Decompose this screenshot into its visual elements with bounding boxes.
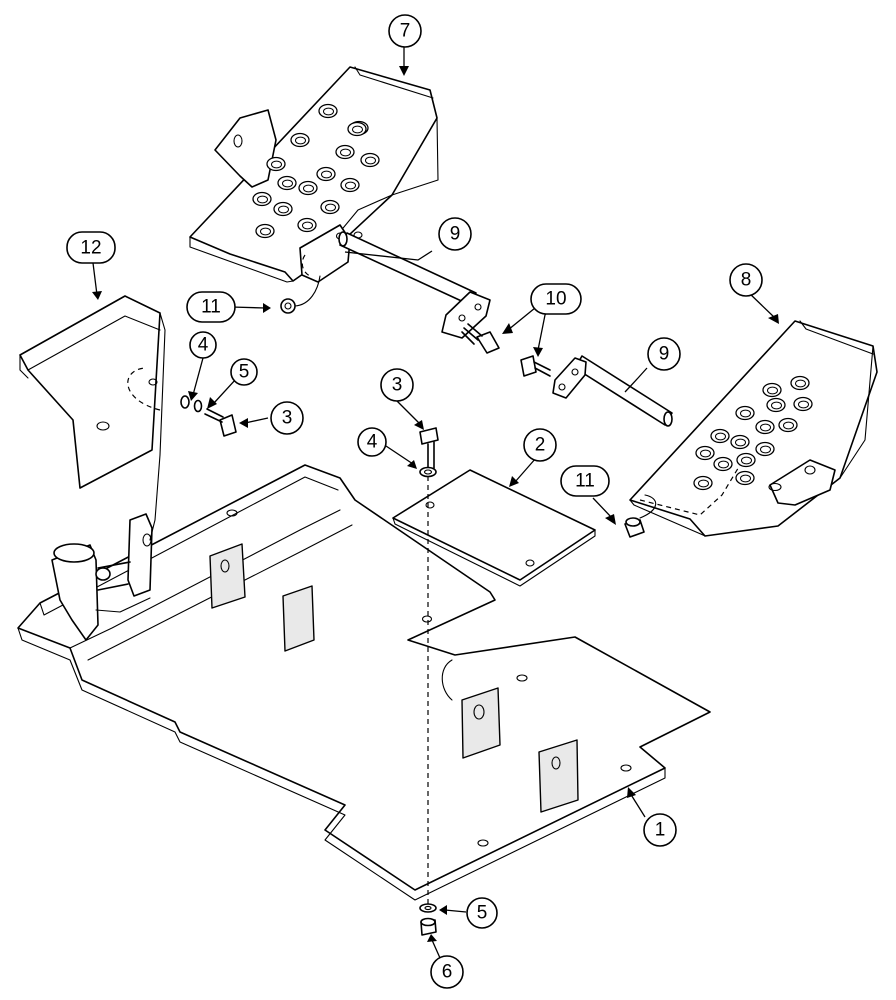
callout-5-lower: 5 (466, 897, 498, 929)
pedal-shaft-left (338, 231, 491, 339)
cover-plate (392, 469, 596, 587)
shaft-bolt-left (461, 323, 500, 354)
callout-12: 12 (66, 231, 116, 264)
callout-7: 7 (388, 14, 422, 48)
svg-text:9: 9 (450, 224, 461, 245)
svg-text:4: 4 (367, 432, 378, 453)
callout-5-cover: 5 (230, 358, 258, 386)
svg-text:3: 3 (282, 408, 293, 429)
svg-text:8: 8 (741, 270, 752, 291)
svg-text:11: 11 (201, 297, 221, 318)
svg-text:2: 2 (535, 435, 546, 456)
callout-9-left: 9 (438, 217, 472, 251)
callout-11-right: 11 (560, 465, 610, 497)
callout-3-bolt-upper: 3 (380, 368, 414, 402)
callout-2: 2 (523, 428, 557, 462)
cover-bracket (19, 295, 166, 541)
svg-text:3: 3 (392, 375, 403, 396)
right-foot-pedal (629, 320, 878, 537)
svg-text:6: 6 (442, 962, 453, 983)
callout-6: 6 (430, 955, 464, 989)
svg-text:7: 7 (400, 21, 411, 42)
svg-text:12: 12 (80, 238, 101, 259)
callout-9-right: 9 (647, 337, 681, 371)
nut-left (280, 275, 321, 314)
svg-text:10: 10 (545, 289, 566, 310)
washer-lower (419, 903, 437, 913)
left-foot-pedal (189, 66, 439, 283)
svg-text:5: 5 (477, 903, 488, 924)
nut-right (624, 494, 657, 538)
lock-washer-upper (419, 466, 437, 478)
callout-4-upper: 4 (357, 427, 387, 457)
svg-text:9: 9 (659, 344, 670, 365)
shaft-bolt-right (520, 355, 551, 377)
svg-text:1: 1 (655, 820, 666, 841)
floor-plate (17, 464, 711, 901)
svg-text:11: 11 (575, 471, 595, 492)
callout-4-cover: 4 (189, 331, 217, 359)
svg-text:5: 5 (239, 362, 250, 383)
washer-cover-4 (180, 395, 190, 409)
svg-text:4: 4 (198, 335, 209, 356)
callout-11-left: 11 (186, 291, 236, 323)
washer-cover-5 (193, 399, 203, 413)
bolt-upper (419, 427, 439, 471)
pedal-shaft-right (552, 355, 673, 427)
leader-lines (92, 47, 779, 959)
callout-1: 1 (643, 813, 677, 847)
callout-10: 10 (530, 283, 582, 315)
callout-3-bolt-cover: 3 (270, 401, 304, 435)
callout-8: 8 (729, 263, 763, 297)
nut-lower (420, 917, 437, 936)
bolt-cover (204, 408, 237, 437)
